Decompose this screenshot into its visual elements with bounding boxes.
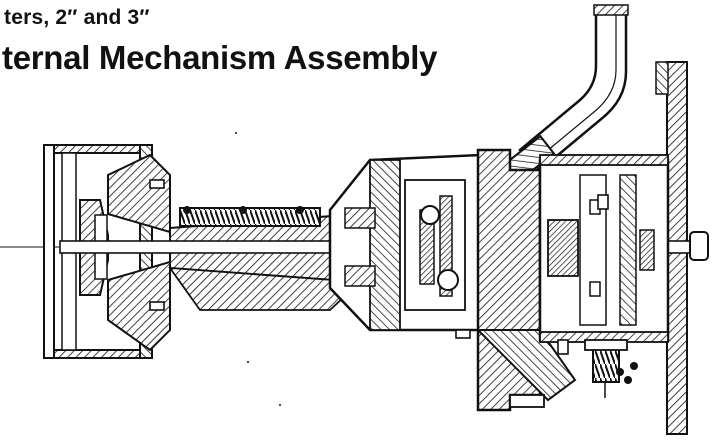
coil-spring (179, 206, 321, 227)
center-flange (475, 148, 577, 412)
diagram-subtitle: ters, 2″ and 3″ (4, 6, 150, 29)
gear-train-left (404, 179, 466, 311)
mounting-screws (149, 179, 609, 355)
register-housing (538, 154, 670, 343)
scan-specks (235, 132, 281, 406)
bottom-gear (584, 339, 638, 398)
diagram-title: ternal Mechanism Assembly (2, 39, 438, 76)
